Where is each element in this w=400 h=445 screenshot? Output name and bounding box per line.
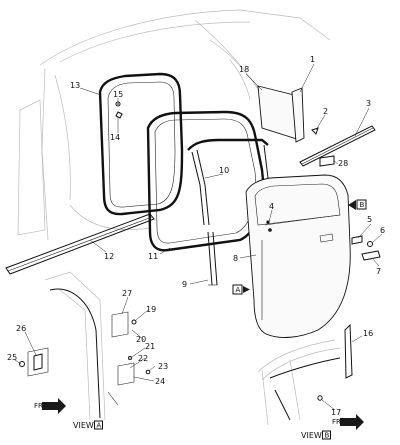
callout-17: 17 (331, 408, 341, 417)
view-ref-a-marker: A (232, 284, 250, 295)
view-ref-b-marker: B (348, 199, 367, 210)
callout-24: 24 (155, 377, 165, 386)
view-b-detail (257, 323, 353, 426)
callout-7: 7 (376, 267, 381, 276)
part-1-applique (291, 87, 305, 143)
part-7-handle-cap (361, 250, 381, 261)
callout-14: 14 (110, 133, 120, 142)
callout-8: 8 (233, 254, 238, 263)
svg-text:A: A (236, 286, 241, 294)
callout-22: 22 (138, 354, 148, 363)
part-8-rear-door (245, 174, 351, 338)
callout-12: 12 (104, 252, 114, 261)
view-b-front-arrow: FRT (332, 414, 364, 430)
view-b-caption-letter: B (325, 432, 330, 440)
part-10-glass-run-channel (187, 138, 269, 226)
part-15-clip (115, 101, 121, 107)
view-b-caption: VIEW B (301, 430, 331, 440)
part-28-clip (319, 155, 335, 167)
callout-5: 5 (367, 215, 372, 224)
view-b-caption-prefix: VIEW (301, 431, 322, 440)
view-a-caption-letter: A (97, 422, 102, 430)
callout-10: 10 (219, 166, 229, 175)
callout-19: 19 (146, 305, 156, 314)
view-a-caption: VIEW A (73, 420, 103, 430)
view-a-caption-prefix: VIEW (73, 421, 94, 430)
part-11-door-weatherstrip (146, 110, 265, 252)
callout-9: 9 (182, 280, 187, 289)
callout-6: 6 (380, 226, 385, 235)
callout-20: 20 (136, 335, 146, 344)
part-14-retainer (115, 111, 123, 119)
view-b-front-label: FRT (332, 418, 345, 426)
callout-28: 28 (338, 159, 348, 168)
callout-16: 16 (363, 329, 373, 338)
callout-4: 4 (269, 202, 274, 211)
part-6-bolt (367, 241, 373, 247)
view-a-front-label: FRT (34, 402, 47, 410)
callout-15: 15 (113, 90, 123, 99)
part-5-lock-cylinder (351, 235, 363, 245)
callout-3: 3 (366, 99, 371, 108)
callout-21: 21 (145, 342, 155, 351)
callout-23: 23 (158, 362, 168, 371)
part-12-rocker-molding (5, 213, 155, 275)
part-9-run-channel-strip (207, 231, 218, 286)
view-a-detail (19, 271, 151, 421)
part-13-body-side-weatherstrip (98, 72, 184, 216)
callout-13: 13 (70, 81, 80, 90)
svg-text:B: B (360, 201, 365, 209)
part-4-fastener (266, 220, 270, 224)
callout-25: 25 (7, 353, 17, 362)
callout-2: 2 (323, 107, 328, 116)
vehicle-body-outline (17, 9, 331, 241)
part-3-belt-molding (299, 125, 376, 167)
callout-labels: 1 2 3 4 5 6 7 8 9 10 11 12 13 14 15 16 1… (7, 55, 385, 417)
leader-lines (14, 63, 383, 411)
callout-11: 11 (148, 252, 158, 261)
callout-27: 27 (122, 289, 132, 298)
callout-26: 26 (16, 324, 26, 333)
callout-1: 1 (310, 55, 315, 64)
view-a-front-arrow: FRT (34, 398, 66, 414)
callout-18: 18 (239, 65, 249, 74)
part-2-clip (311, 127, 319, 135)
